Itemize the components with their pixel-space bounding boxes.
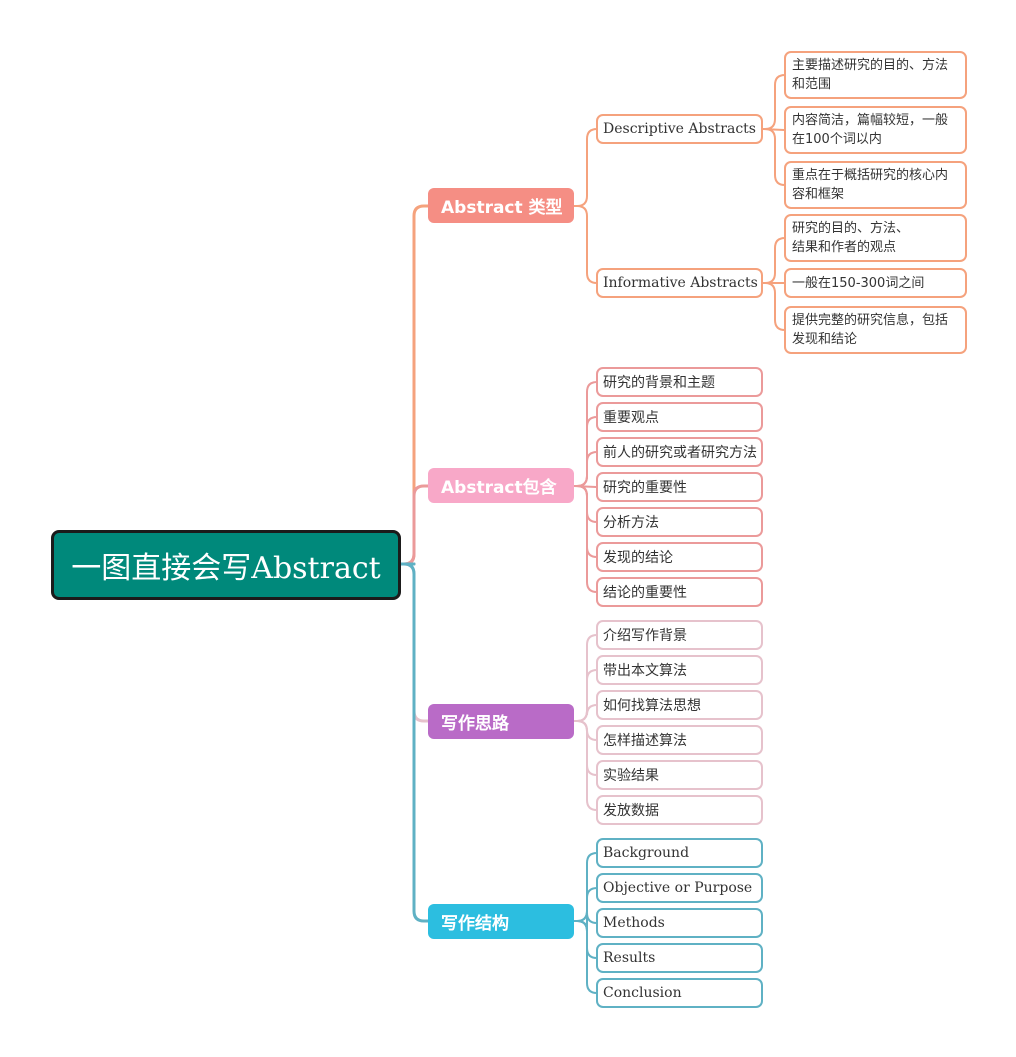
descriptive-connector xyxy=(762,74,786,130)
informative-connector xyxy=(762,282,786,331)
approach-connector xyxy=(573,634,598,722)
informative-point-2[interactable]: 一般在150-300词之间 xyxy=(784,268,967,298)
structure-connector xyxy=(573,920,598,994)
informative-point-1-line-1: 研究的目的、方法、 xyxy=(792,221,910,236)
structure-item[interactable]: Background xyxy=(596,838,763,868)
structure-item[interactable]: Objective or Purpose xyxy=(596,873,763,903)
contains-item[interactable]: 研究的重要性 xyxy=(596,472,763,502)
category-connector xyxy=(403,484,430,566)
informative-point-3[interactable]: 提供完整的研究信息，包括发现和结论 xyxy=(784,306,967,354)
approach-item[interactable]: 如何找算法思想 xyxy=(596,690,763,720)
approach-connector xyxy=(573,704,598,722)
types-connector xyxy=(573,128,598,207)
structure-item[interactable]: Results xyxy=(596,943,763,973)
structure-item[interactable]: Methods xyxy=(596,908,763,938)
approach-item[interactable]: 发放数据 xyxy=(596,795,763,825)
contains-item[interactable]: 分析方法 xyxy=(596,507,763,537)
descriptive-point-2-line-2: 在100个词以内 xyxy=(792,132,882,147)
branch-abstract-contains[interactable]: Abstract包含 xyxy=(428,468,574,503)
approach-item[interactable]: 实验结果 xyxy=(596,760,763,790)
descriptive-point-1-line-2: 和范围 xyxy=(792,77,832,92)
root-topic[interactable]: 一图直接会写Abstract xyxy=(51,530,401,600)
structure-connector xyxy=(573,852,598,922)
descriptive-point-2[interactable]: 内容简洁，篇幅较短，一般在100个词以内 xyxy=(784,106,967,154)
informative-point-2-line-1: 一般在150-300词之间 xyxy=(792,275,925,291)
types-connector xyxy=(573,205,598,284)
contains-item[interactable]: 前人的研究或者研究方法 xyxy=(596,437,763,467)
approach-item[interactable]: 带出本文算法 xyxy=(596,655,763,685)
branch-writing-structure[interactable]: 写作结构 xyxy=(428,904,574,939)
descriptive-point-2-line-1: 内容简洁，篇幅较短，一般 xyxy=(792,113,949,128)
approach-item[interactable]: 介绍写作背景 xyxy=(596,620,763,650)
descriptive-point-3[interactable]: 重点在于概括研究的核心内容和框架 xyxy=(784,161,967,209)
informative-connector xyxy=(762,237,786,284)
contains-item[interactable]: 重要观点 xyxy=(596,402,763,432)
contains-item[interactable]: 结论的重要性 xyxy=(596,577,763,607)
approach-connector xyxy=(573,720,598,811)
descriptive-point-3-line-1: 重点在于概括研究的核心内 xyxy=(792,168,949,183)
topic-informative-abstracts[interactable]: Informative Abstracts xyxy=(596,268,763,298)
contains-item[interactable]: 研究的背景和主题 xyxy=(596,367,763,397)
contains-connector xyxy=(573,485,598,593)
topic-descriptive-abstracts[interactable]: Descriptive Abstracts xyxy=(596,114,763,144)
descriptive-point-1[interactable]: 主要描述研究的目的、方法和范围 xyxy=(784,51,967,99)
branch-abstract-types[interactable]: Abstract 类型 xyxy=(428,188,574,223)
contains-connector xyxy=(573,381,598,487)
approach-connector xyxy=(573,720,598,776)
descriptive-connector xyxy=(762,128,786,186)
contains-item[interactable]: 发现的结论 xyxy=(596,542,763,572)
branch-writing-approach[interactable]: 写作思路 xyxy=(428,704,574,739)
contains-connector xyxy=(573,451,598,487)
informative-point-3-line-1: 提供完整的研究信息，包括 xyxy=(792,313,949,328)
approach-item[interactable]: 怎样描述算法 xyxy=(596,725,763,755)
approach-connector xyxy=(573,669,598,722)
category-connector xyxy=(403,562,430,923)
category-connector xyxy=(403,562,430,723)
informative-point-1[interactable]: 研究的目的、方法、结果和作者的观点 xyxy=(784,214,967,262)
structure-item[interactable]: Conclusion xyxy=(596,978,763,1008)
informative-point-3-line-2: 发现和结论 xyxy=(792,332,858,347)
descriptive-point-1-line-1: 主要描述研究的目的、方法 xyxy=(792,58,949,73)
informative-point-1-line-2: 结果和作者的观点 xyxy=(792,240,897,255)
structure-connector xyxy=(573,887,598,922)
category-connector xyxy=(403,204,430,566)
descriptive-point-3-line-2: 容和框架 xyxy=(792,187,845,202)
